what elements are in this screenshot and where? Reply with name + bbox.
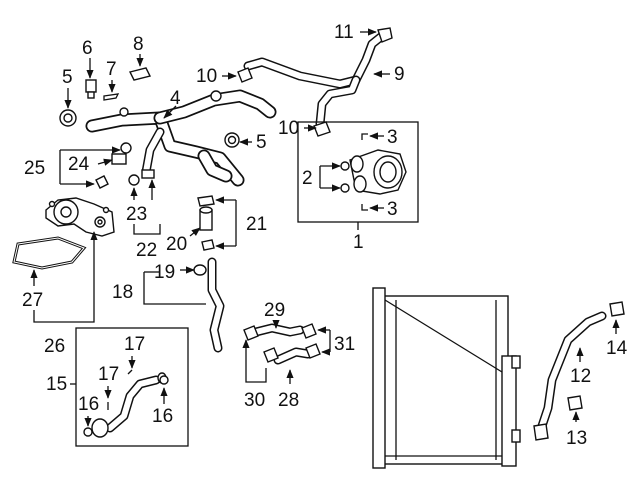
callout-28: 28: [278, 390, 299, 411]
hose-clamp-11: [377, 27, 393, 43]
callout-12: 12: [570, 366, 591, 387]
callout-15: 15: [46, 374, 67, 395]
callout-27: 27: [22, 290, 43, 311]
callout-16-right: 16: [152, 406, 173, 427]
coolant-hose-18: [193, 257, 225, 353]
leader-lines: [30, 28, 620, 427]
callout-6: 6: [82, 38, 93, 59]
coolant-pipe-branch: [141, 127, 165, 177]
clip-8: [128, 67, 152, 81]
callout-31: 31: [334, 334, 355, 355]
callout-20: 20: [166, 234, 187, 255]
upper-hose: [243, 31, 387, 129]
callout-4: 4: [170, 88, 181, 109]
callout-17-top: 17: [124, 334, 145, 355]
callout-17-left: 17: [98, 364, 119, 385]
connector-21: [197, 195, 215, 251]
coolant-hose-28: [263, 343, 321, 365]
seal-16: [83, 369, 169, 437]
callout-1: 1: [353, 232, 364, 253]
water-pump: [45, 197, 115, 237]
callout-9: 9: [394, 64, 405, 85]
callout-22: 22: [136, 240, 157, 261]
o-ring-5: [59, 109, 240, 148]
temperature-sensor-6: [85, 79, 97, 99]
clip-3: [361, 133, 368, 211]
callout-26: 26: [44, 336, 65, 357]
callout-10-bottom: 10: [278, 118, 299, 139]
callout-7: 7: [106, 59, 117, 80]
thermostat-housing: [340, 149, 407, 195]
callout-23: 23: [126, 204, 147, 225]
callout-2: 2: [302, 168, 313, 189]
callout-5-left: 5: [62, 67, 73, 88]
o-ring-23: [128, 169, 155, 186]
callout-29: 29: [264, 300, 285, 321]
callout-3-bottom: 3: [387, 199, 398, 220]
callout-5-right: 5: [256, 132, 267, 153]
frame-group-15: [75, 327, 189, 447]
callout-8: 8: [133, 34, 144, 55]
callout-16-left: 16: [78, 394, 99, 415]
water-pump-gasket: [12, 236, 87, 270]
coolant-hose-29: [243, 323, 317, 341]
seal-7: [103, 93, 120, 101]
hose-clamp-10: [237, 67, 331, 137]
callout-labels: 1 2 3 3 4 5 5 6 7 8 9 10 10 11 12 13 14 …: [22, 22, 628, 449]
hose-clamp-13: [567, 395, 583, 411]
callout-18: 18: [112, 282, 133, 303]
callout-30: 30: [244, 390, 265, 411]
callout-19: 19: [154, 262, 175, 283]
callout-25: 25: [24, 158, 45, 179]
callout-24: 24: [68, 154, 90, 175]
radiator: [372, 287, 521, 469]
callout-10-top: 10: [196, 66, 217, 87]
radiator-hose-12: [533, 311, 607, 441]
callout-21: 21: [246, 214, 267, 235]
callout-3-top: 3: [387, 127, 398, 148]
callout-14: 14: [606, 338, 628, 359]
coolant-pipe-main: [85, 89, 277, 187]
coolant-hose-17: [91, 372, 167, 438]
callout-11: 11: [334, 22, 354, 43]
hose-clamp-14: [609, 301, 625, 317]
sensor-24: [95, 142, 132, 189]
callout-13: 13: [566, 428, 587, 449]
